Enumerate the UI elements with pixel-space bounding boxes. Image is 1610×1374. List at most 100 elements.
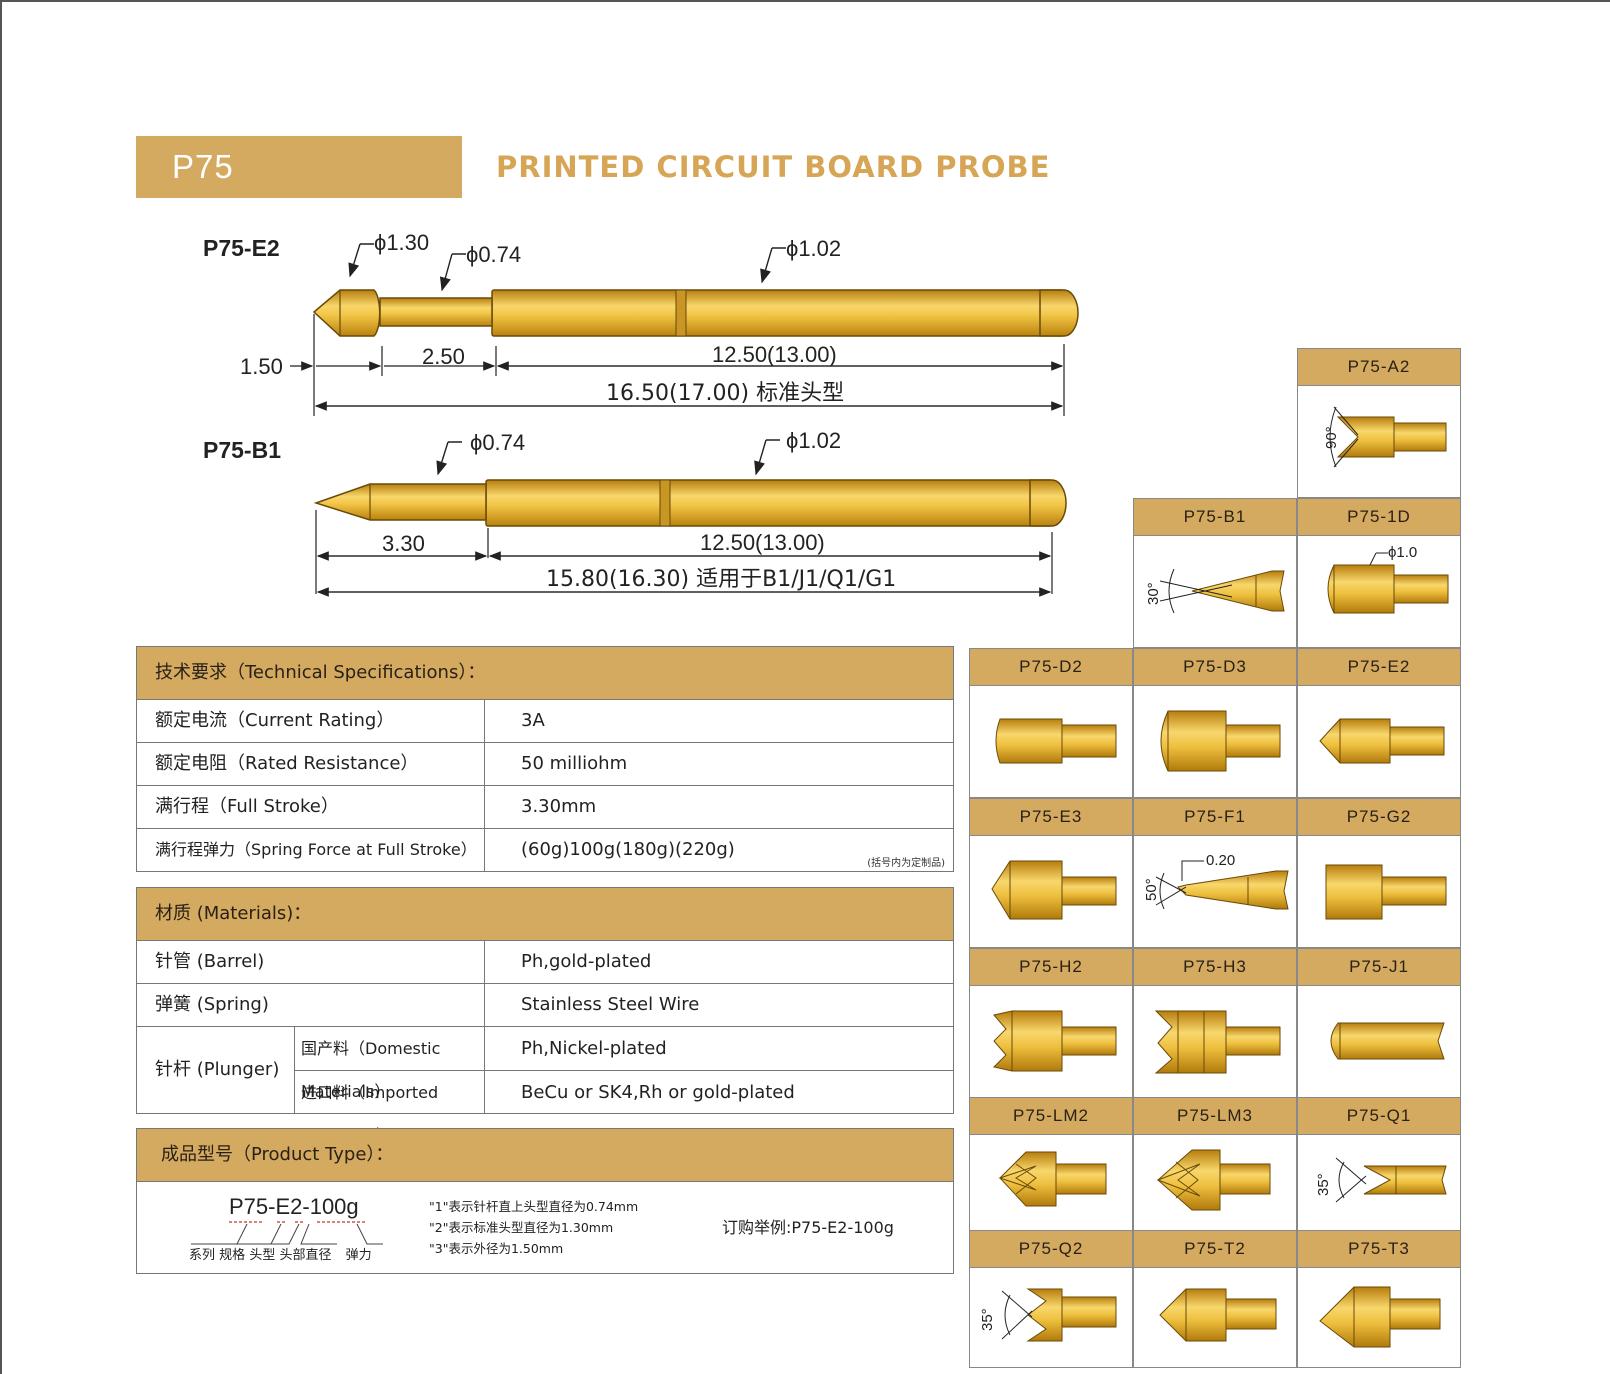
domestic-value: Ph,Nickel-plated xyxy=(521,1038,667,1059)
tip-name: P75-J1 xyxy=(1298,949,1460,986)
b1-dia-tip: ϕ0.74 xyxy=(470,430,525,455)
tip-1d-icon: ϕ1.0 xyxy=(1327,544,1449,614)
tip-name: P75-F1 xyxy=(1134,799,1296,836)
e2-len-tip: 1.50 xyxy=(240,354,283,379)
tip-f1-icon: 0.20 50° xyxy=(1143,852,1289,910)
material-label: 弹簧 (Spring) xyxy=(137,984,485,1026)
tip-lm3-icon xyxy=(1156,1149,1271,1211)
b1-dia-body: ϕ1.02 xyxy=(786,428,841,453)
page-border-left xyxy=(0,0,2,1374)
note-line: "1"表示针杆直上头型直径为0.74mm xyxy=(429,1199,639,1214)
note-line: "3"表示外径为1.50mm xyxy=(429,1241,564,1256)
tip-name: P75-G2 xyxy=(1298,799,1460,836)
plunger-label: 针杆 (Plunger) xyxy=(137,1027,295,1113)
table-row: 针管 (Barrel) Ph,gold-plated xyxy=(137,941,953,984)
e2-len-neck: 2.50 xyxy=(422,344,465,369)
tip-name: P75-H3 xyxy=(1134,949,1296,986)
tip-q2-icon: 35° xyxy=(979,1288,1117,1342)
e2-dia-head: ϕ1.30 xyxy=(374,230,429,255)
table-row: 额定电阻（Rated Resistance） 50 milliohm xyxy=(137,743,953,786)
tip-name: P75-Q1 xyxy=(1298,1098,1460,1135)
tip-cell-lm3: P75-LM3 xyxy=(1133,1097,1297,1247)
tip-t2-icon xyxy=(1159,1288,1277,1342)
tip-cell-e3: P75-E3 xyxy=(969,798,1133,948)
tip-name: P75-T2 xyxy=(1134,1231,1296,1268)
tip-angle: 35° xyxy=(979,1308,996,1331)
spec-label: 满行程弹力（Spring Force at Full Stroke） xyxy=(137,829,485,871)
tip-name: P75-A2 xyxy=(1298,349,1460,386)
tip-name: P75-D2 xyxy=(970,649,1132,686)
tip-cell-g2: P75-G2 xyxy=(1297,798,1461,948)
tip-h2-icon xyxy=(993,1010,1117,1072)
tip-e3-icon xyxy=(991,860,1117,920)
tip-cell-t3: P75-T3 xyxy=(1297,1230,1461,1368)
custom-note: (括号内为定制品) xyxy=(867,858,945,869)
b1-len-tip: 3.30 xyxy=(382,531,425,556)
table-row: 额定电流（Current Rating） 3A xyxy=(137,700,953,743)
tip-a2-icon: 90° xyxy=(1323,406,1447,468)
tip-name: P75-LM3 xyxy=(1134,1098,1296,1135)
tip-cell-b1: P75-B1 30° xyxy=(1133,498,1297,648)
tip-name: P75-D3 xyxy=(1134,649,1296,686)
tip-cell-q2: P75-Q2 35° xyxy=(969,1230,1133,1368)
tip-cell-d2: P75-D2 xyxy=(969,648,1133,798)
imported-value: BeCu or SK4,Rh or gold-plated xyxy=(521,1082,795,1103)
tip-angle: 50° xyxy=(1143,878,1160,901)
b1-drawing-label: P75-B1 xyxy=(203,437,281,463)
tip-j1-icon xyxy=(1330,1022,1445,1060)
plunger-row: 针杆 (Plunger) 国产料（Domestic Materials） Ph,… xyxy=(137,1027,953,1145)
part-label: 系列 xyxy=(189,1248,216,1263)
b1-len-body: 12.50(13.00) xyxy=(700,530,825,555)
materials-header: 材质 (Materials)： xyxy=(137,888,953,941)
table-row: 国产料（Domestic Materials） Ph,Nickel-plated xyxy=(295,1027,953,1101)
tip-lm2-icon xyxy=(998,1151,1107,1207)
material-label: 针管 (Barrel) xyxy=(137,941,485,983)
material-value: Stainless Steel Wire xyxy=(521,994,700,1015)
tip-name: P75-H2 xyxy=(970,949,1132,986)
tech-specs-table: 技术要求（Technical Specifications）： 额定电流（Cur… xyxy=(136,646,954,872)
imported-label: 进口料（Imported materials） xyxy=(295,1071,485,1145)
tip-name: P75-Q2 xyxy=(970,1231,1132,1268)
e2-dia-neck: ϕ0.74 xyxy=(466,242,521,267)
tip-cell-lm2: P75-LM2 xyxy=(969,1097,1133,1247)
tip-name: P75-E2 xyxy=(1298,649,1460,686)
tip-cell-f1: P75-F1 0.20 50° xyxy=(1133,798,1297,948)
product-type-header: 成品型号（Product Type）： xyxy=(137,1129,953,1182)
part-label: 规格 xyxy=(219,1248,246,1263)
tip-cell-h2: P75-H2 xyxy=(969,948,1133,1098)
tip-cell-h3: P75-H3 xyxy=(1133,948,1297,1098)
e2-len-body: 12.50(13.00) xyxy=(712,342,837,367)
spec-value: (60g)100g(180g)(220g) xyxy=(521,839,735,860)
spec-value: 3A xyxy=(521,710,545,731)
product-type-table: 成品型号（Product Type）： P75-E2-100g 系列 规格 头型… xyxy=(136,1128,954,1274)
tip-name: P75-B1 xyxy=(1134,499,1296,536)
spec-value: 50 milliohm xyxy=(521,753,628,774)
tip-angle: 90° xyxy=(1323,426,1340,449)
tip-angle: 30° xyxy=(1145,582,1162,605)
tip-d2-icon xyxy=(995,718,1117,764)
spec-value-cell: (60g)100g(180g)(220g) (括号内为定制品) xyxy=(485,829,953,871)
model-breakdown-labels: 系列 规格 头型 头部直径 弹力 xyxy=(189,1244,372,1263)
spec-label: 额定电流（Current Rating） xyxy=(137,700,485,742)
tip-name: P75-T3 xyxy=(1298,1231,1460,1268)
tip-cell-a2: P75-A2 90° xyxy=(1297,348,1461,498)
order-example: 订购举例:P75-E2-100g xyxy=(722,1218,894,1237)
e2-len-total: 16.50(17.00) 标准头型 xyxy=(606,381,844,406)
tip-g2-icon xyxy=(1325,864,1447,920)
e2-probe-shape xyxy=(312,289,1079,337)
table-row: 进口料（Imported materials） BeCu or SK4,Rh o… xyxy=(295,1071,953,1145)
b1-probe-shape xyxy=(313,479,1067,527)
tip-cell-e2: P75-E2 xyxy=(1297,648,1461,798)
material-value: Ph,gold-plated xyxy=(521,951,652,972)
domestic-label: 国产料（Domestic Materials） xyxy=(295,1027,485,1101)
page-border-top xyxy=(0,0,1610,2)
page-title: PRINTED CIRCUIT BOARD PROBE xyxy=(496,150,1051,184)
series-banner: P75 xyxy=(136,136,462,198)
table-row: 弹簧 (Spring) Stainless Steel Wire xyxy=(137,984,953,1027)
table-row: 满行程弹力（Spring Force at Full Stroke） (60g)… xyxy=(137,829,953,871)
tip-q1-icon: 35° xyxy=(1315,1157,1447,1203)
part-label: 头部直径 xyxy=(279,1248,332,1263)
tip-d3-icon xyxy=(1160,710,1281,772)
tip-cell-t2: P75-T2 xyxy=(1133,1230,1297,1368)
tip-name: P75-E3 xyxy=(970,799,1132,836)
